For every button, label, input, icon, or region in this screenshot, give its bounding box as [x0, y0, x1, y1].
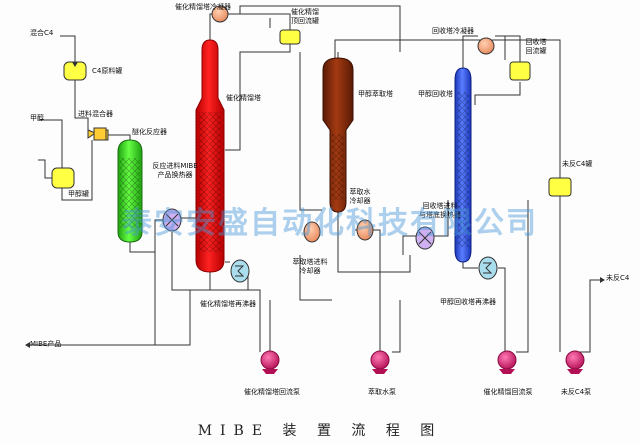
recovery-condenser [477, 37, 495, 55]
pump-unreacted-c4 [565, 350, 585, 374]
recovery-reflux-tank [509, 61, 531, 81]
label-recovery-column: 甲醇回收塔 [418, 90, 453, 98]
label-recovery-feed-exchanger: 回收塔进料 与塔底换热器 [419, 202, 461, 219]
label-feed-mixer: 进料混合器 [78, 110, 113, 118]
label-column1-condenser: 催化精馏塔冷凝器 [175, 3, 231, 11]
label-mibe-product: MIBE产品 [30, 340, 62, 348]
label-pre-reactor: 醚化反应器 [132, 128, 167, 136]
label-product-cooler: 反应进料MIBE 产品换热器 [152, 162, 198, 179]
column1-condenser [211, 5, 229, 23]
catalytic-distillation-column [195, 39, 225, 273]
recovery-reboiler [478, 256, 498, 280]
pump-column1-reflux [260, 350, 280, 374]
piping [30, 5, 600, 353]
methanol-recovery-column [454, 67, 472, 263]
label-recovery-reboiler: 甲醇回收塔再沸器 [440, 298, 496, 306]
label-wash-feed-cooler: 萃取塔进料 冷却器 [292, 258, 328, 275]
label-recovery-reflux-tank: 回收塔 回流罐 [525, 38, 547, 55]
flow-arrows [25, 62, 605, 348]
label-unreacted-c4: 未反C4 [606, 274, 630, 282]
label-c4-feed: 混合C4 [30, 29, 54, 37]
methanol-tank [51, 167, 75, 189]
recovery-feed-exchanger [415, 226, 435, 250]
column1-reboiler [230, 259, 250, 283]
label-pump-recovery-reflux: 催化精馏回流泵 [483, 388, 533, 396]
label-methanol-tank: 甲醇罐 [68, 190, 89, 198]
pump-recovery-reflux [497, 350, 517, 374]
label-column1-reboiler: 催化精馏塔再沸器 [200, 300, 256, 308]
label-pump-unreacted-c4: 未反C4泵 [560, 388, 592, 396]
diagram-title: MIBE 装 置 流 程 图 [197, 423, 443, 439]
label-wash-tower: 甲醇萃取塔 [358, 90, 393, 98]
label-unreacted-c4-tank: 未反C4罐 [562, 160, 593, 168]
wash-feed-cooler [303, 221, 321, 243]
feed-mixer-body [93, 127, 107, 141]
label-wash-cooler: 萃取水 冷却器 [349, 188, 371, 205]
label-pump-column1-reflux: 催化精馏塔回流泵 [244, 388, 300, 396]
methanol-wash-tower [322, 57, 354, 213]
pre-reactor [117, 139, 143, 243]
wash-water-cooler [356, 219, 374, 241]
label-column1: 催化精馏塔 [226, 94, 261, 102]
label-recovery-condenser: 回收塔冷凝器 [432, 27, 474, 35]
pump-wash-water [370, 350, 390, 374]
label-pump-wash-water: 萃取水泵 [368, 388, 396, 396]
unreacted-c4-tank [548, 177, 572, 197]
mibe-product-exchanger [162, 208, 182, 232]
label-methanol: 甲醇 [30, 114, 44, 122]
label-c4-tank: C4原料罐 [92, 67, 123, 75]
column1-reflux-tank [279, 29, 301, 45]
label-column1-reflux-tank: 催化精馏 顶回流罐 [291, 8, 319, 25]
